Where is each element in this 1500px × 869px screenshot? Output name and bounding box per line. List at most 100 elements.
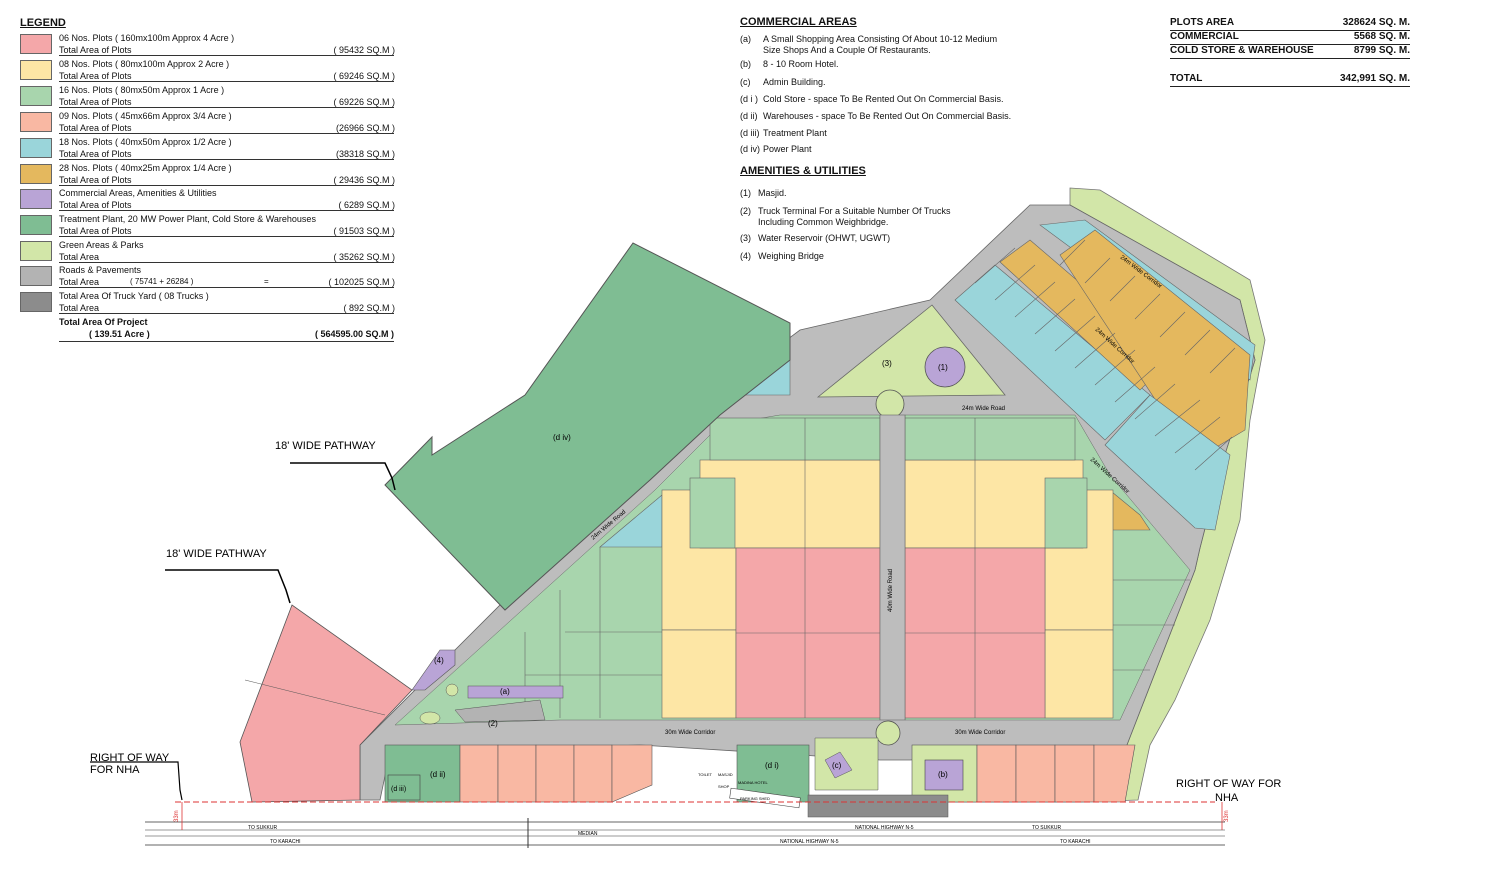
salmon-plot: [1054, 744, 1095, 803]
label-di: (d i): [765, 761, 779, 770]
road-label: 24m Wide Road: [962, 406, 1005, 412]
legend-swatch: [20, 189, 52, 209]
legend-item-label: 18 Nos. Plots ( 40mx50m Approx 1/2 Acre …: [59, 137, 232, 147]
weighing-bridge-plot: [411, 649, 456, 691]
legend-swatch: [20, 215, 52, 235]
legend-item-value: (38318 SQ.M ): [335, 149, 395, 159]
pathway-label-1: 18' WIDE PATHWAY: [275, 440, 376, 452]
summary-row-commercial: COMMERCIAL 5568 SQ. M.: [1170, 30, 1410, 45]
legend-item-sublabel: Total Area: [59, 303, 100, 313]
salmon-plot: [459, 744, 499, 803]
legend-item-sublabel: Total Area of Plots: [59, 45, 132, 55]
direction-label: TO KARACHI: [270, 839, 300, 845]
legend-item-value: ( 69246 SQ.M ): [333, 71, 395, 81]
right-of-way-right-1: RIGHT OF WAY FOR: [1176, 778, 1281, 790]
summary-row-total: TOTAL 342,991 SQ. M.: [1170, 72, 1410, 87]
highway-label: NATIONAL HIGHWAY N-5: [780, 839, 839, 845]
label-2: (2): [488, 719, 498, 728]
median-label: MEDIAN: [578, 831, 598, 837]
summary-value: 5568 SQ. M.: [1353, 31, 1410, 42]
commercial-key-a: (a): [740, 34, 751, 44]
legend-item: Treatment Plant, 20 MW Power Plant, Cold…: [20, 214, 395, 238]
green-plot: [1044, 477, 1088, 549]
legend-swatch: [20, 292, 52, 312]
commercial-text-a: A Small Shopping Area Consisting Of Abou…: [763, 34, 998, 44]
commercial-text-di: Cold Store - space To Be Rented Out On C…: [763, 94, 1004, 104]
legend-item: 06 Nos. Plots ( 160mx100m Approx 4 Acre …: [20, 33, 395, 57]
legend-item-value: ( 892 SQ.M ): [343, 303, 395, 313]
legend-item-label: 28 Nos. Plots ( 40mx25m Approx 1/4 Acre …: [59, 163, 232, 173]
legend-item-sublabel: Total Area of Plots: [59, 226, 132, 236]
legend-swatch: [20, 241, 52, 261]
right-green-plot-lines: [1113, 579, 1190, 671]
legend-item-label: 08 Nos. Plots ( 80mx100m Approx 2 Acre ): [59, 59, 230, 69]
amenity-key-3: (3): [740, 233, 751, 243]
commercial-text-diii: Treatment Plant: [763, 128, 827, 138]
hotel-area: [911, 744, 978, 803]
green-island: [419, 711, 441, 725]
salmon-plot: [535, 744, 575, 803]
pathway-arrow-2: [165, 569, 291, 604]
parking-shed: [729, 787, 801, 809]
road-40m: [879, 414, 906, 721]
legend-total-label: Total Area Of Project: [59, 317, 148, 327]
salmon-plot: [976, 744, 1017, 803]
amenity-text-3: Water Reservoir (OHWT, UGWT): [758, 233, 891, 243]
legend-item-value: ( 95432 SQ.M ): [333, 45, 395, 55]
legend-item-label: Roads & Pavements: [59, 265, 142, 275]
legend-item-formula: ( 75741 + 26284 ): [130, 277, 194, 286]
salmon-plot: [497, 744, 537, 803]
commercial-key-di: (d i ): [740, 94, 758, 104]
roundabout-bottom: [875, 720, 901, 746]
truck-terminal: [454, 699, 546, 723]
commercial-key-div: (d iv): [740, 144, 760, 154]
summary-label: TOTAL: [1170, 73, 1203, 84]
power-plant-div: [384, 242, 791, 611]
legend-item-value: ( 29436 SQ.M ): [333, 175, 395, 185]
direction-label: TO SUKKUR: [248, 825, 277, 831]
amenity-key-4: (4): [740, 251, 751, 261]
cyan-orange-plot-grid: [974, 239, 1236, 471]
summary-label: COMMERCIAL: [1170, 31, 1239, 42]
amenity-key-1: (1): [740, 188, 751, 198]
commercial-text-a2: Size Shops And a Couple Of Restaurants.: [763, 45, 931, 55]
legend-total-acre: ( 139.51 Acre ): [89, 329, 150, 339]
legend-swatch: [20, 138, 52, 158]
legend-item-label: Green Areas & Parks: [59, 240, 144, 250]
label-div: (d iv): [553, 433, 571, 442]
legend-item-sublabel: Total Area: [59, 277, 100, 287]
commercial-text-c: Admin Building.: [763, 77, 826, 87]
legend-underline: [59, 236, 394, 237]
legend-item-value: ( 91503 SQ.M ): [333, 226, 395, 236]
dimension-label: 33m: [174, 810, 180, 822]
legend-underline: [59, 55, 394, 56]
legend-underline: [59, 287, 394, 288]
hotel-label: MADINA HOTEL: [738, 780, 769, 785]
legend-underline: [59, 81, 394, 82]
shop-label: SHOP: [718, 784, 730, 789]
legend-item-label: 09 Nos. Plots ( 45mx66m Approx 3/4 Acre …: [59, 111, 232, 121]
legend-item-value: ( 69226 SQ.M ): [333, 97, 395, 107]
commercial-text-div: Power Plant: [763, 144, 812, 154]
legend-item: Total Area Of Truck Yard ( 08 Trucks )To…: [20, 291, 395, 315]
legend-swatch: [20, 86, 52, 106]
treatment-plant-diii: [387, 774, 421, 801]
commercial-text-dii: Warehouses - space To Be Rented Out On C…: [763, 111, 1012, 121]
summary-value: 342,991 SQ. M.: [1339, 73, 1410, 84]
road-label: 40m Wide Road: [888, 569, 894, 612]
admin-building-c: [824, 751, 853, 779]
road-label: 30m Wide Corridor: [665, 730, 715, 736]
shopping-area-a: [467, 685, 564, 699]
commercial-key-diii: (d iii): [740, 128, 760, 138]
legend-item-value: ( 35262 SQ.M ): [333, 252, 395, 262]
legend-item-sublabel: Total Area of Plots: [59, 71, 132, 81]
green-island: [445, 683, 459, 697]
legend-total-value: ( 564595.00 SQ.M ): [314, 329, 394, 339]
salmon-plot: [573, 744, 613, 803]
legend-item: 08 Nos. Plots ( 80mx100m Approx 2 Acre )…: [20, 59, 395, 83]
salmon-plot: [1015, 744, 1056, 803]
direction-label: TO SUKKUR: [1032, 825, 1061, 831]
roundabout-top: [875, 389, 905, 419]
masjid-label: MASJID: [718, 772, 733, 777]
